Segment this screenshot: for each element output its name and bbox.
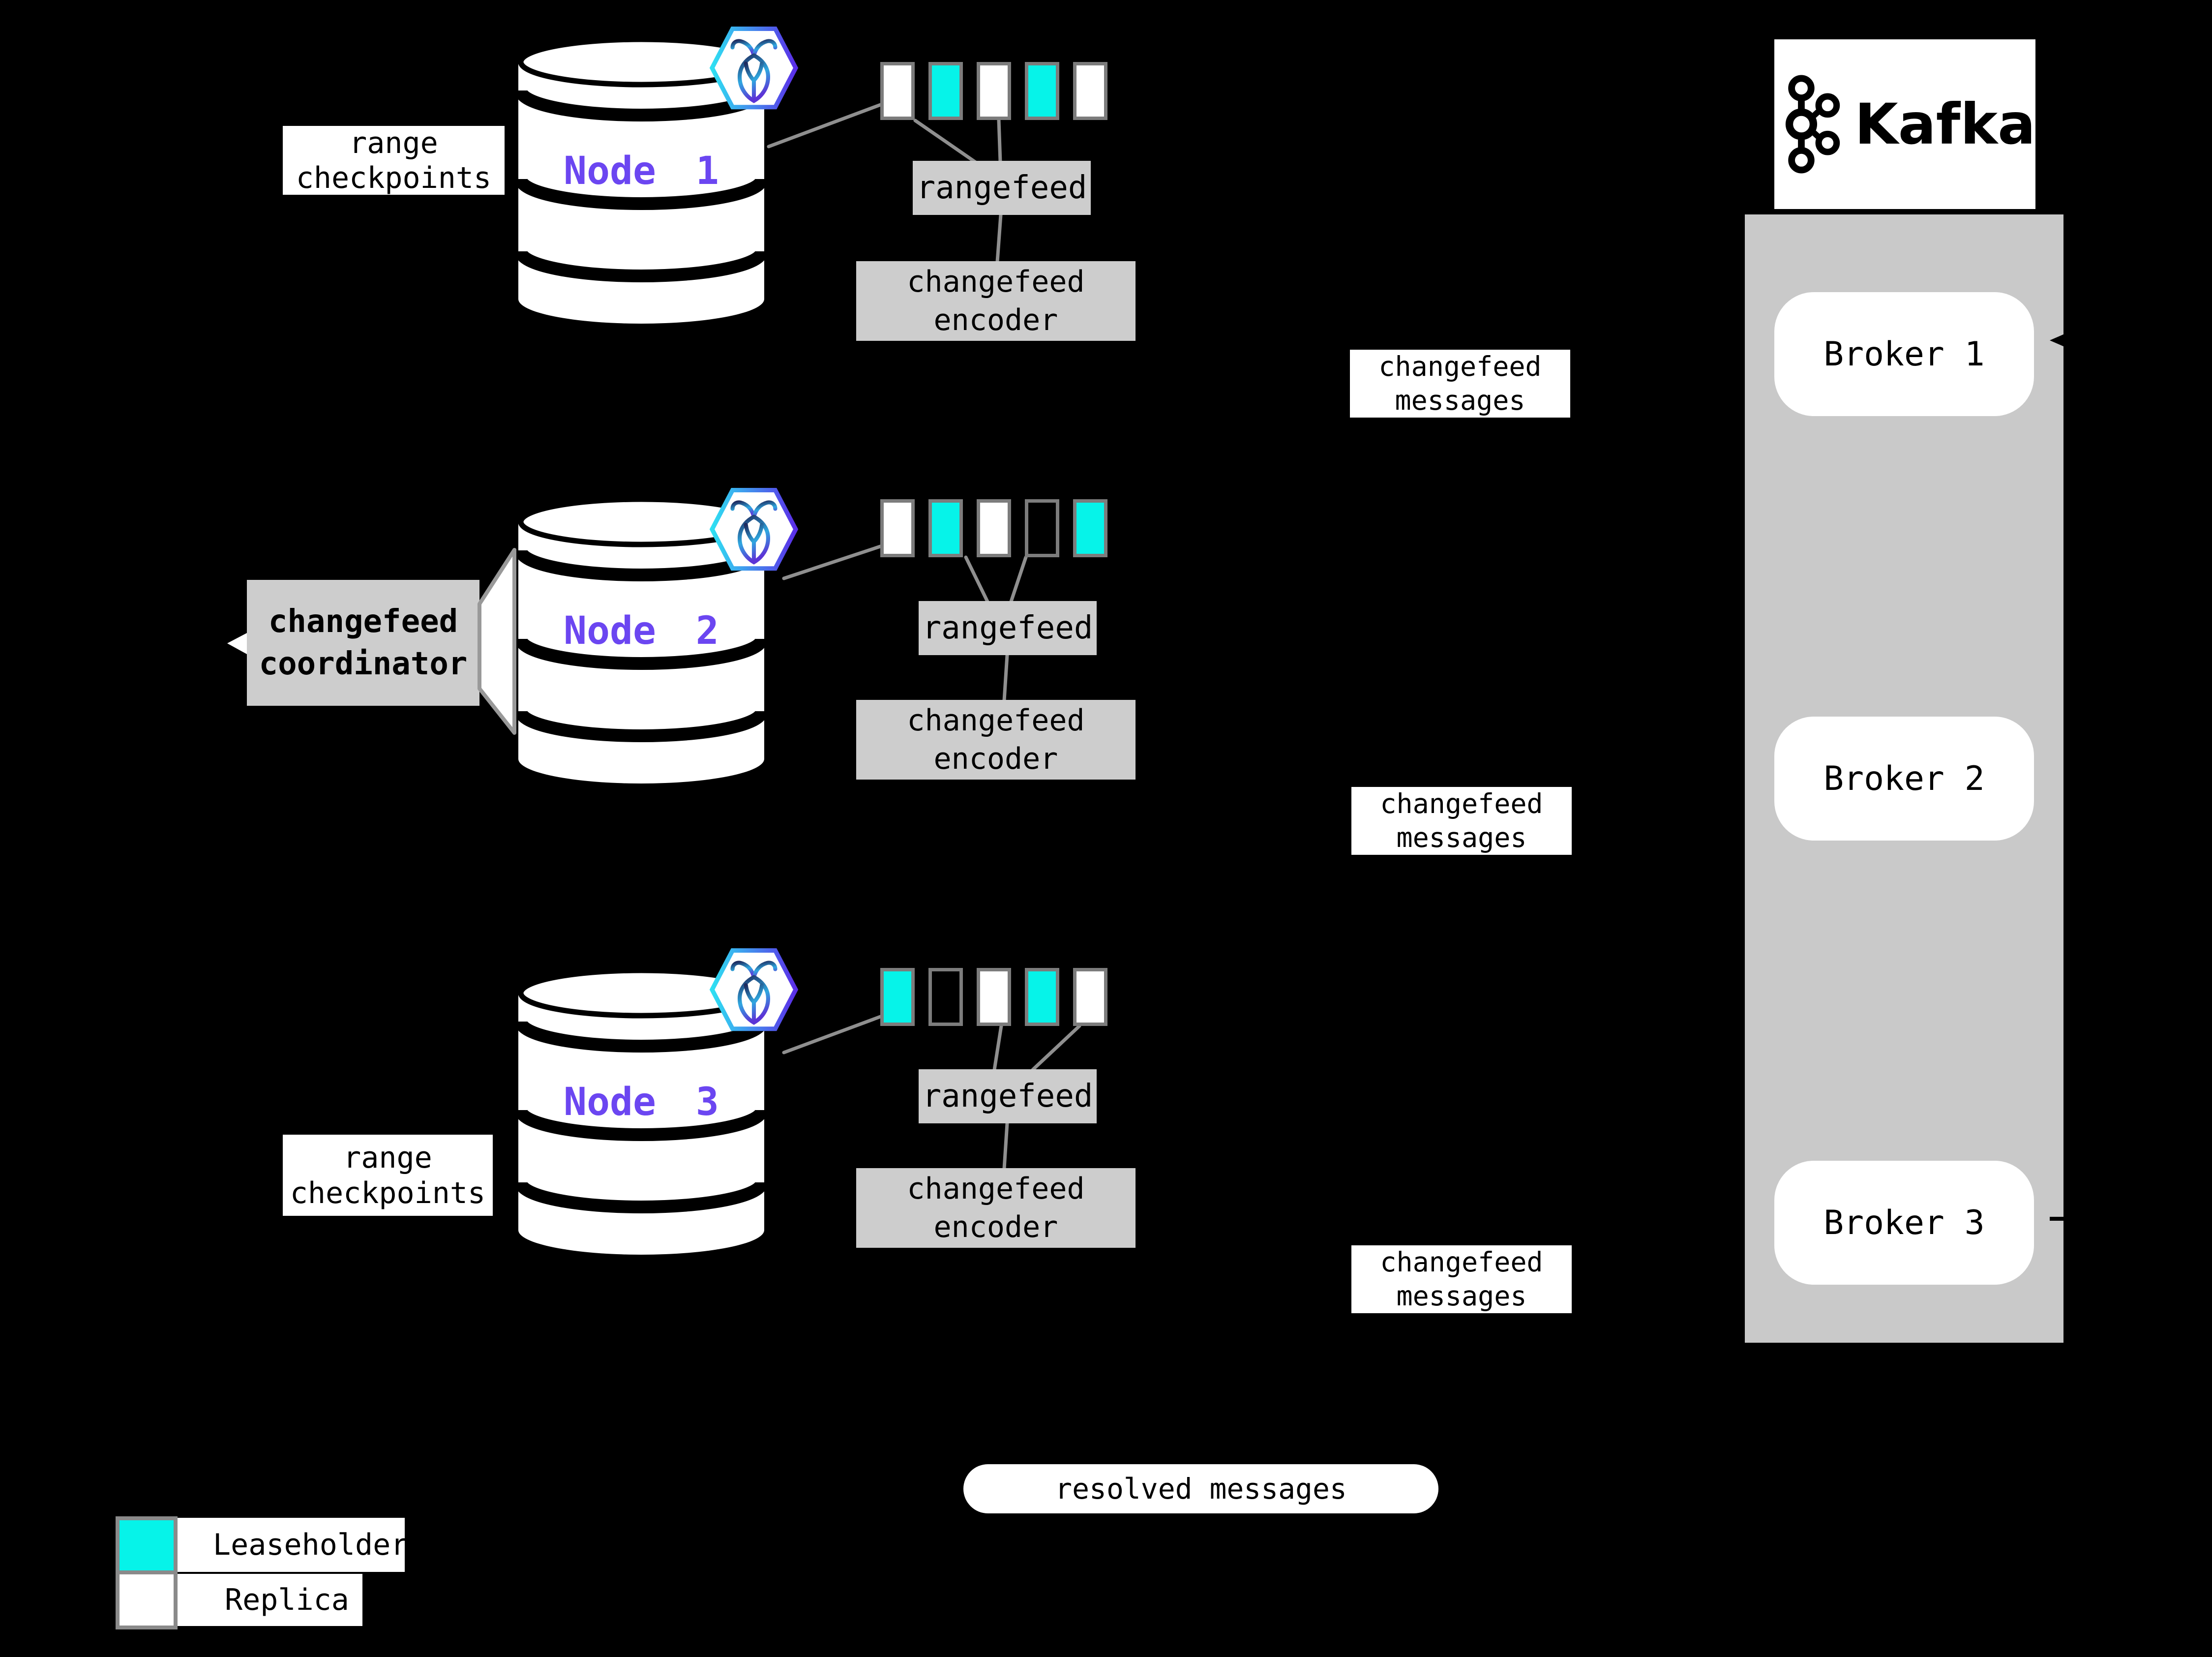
broker-1-box: Broker 1 xyxy=(1774,292,2034,416)
node-1-label: Node 1 xyxy=(564,149,719,193)
changefeed-encoder-box: changefeed encoder xyxy=(856,261,1136,341)
broker-3-box: Broker 3 xyxy=(1774,1161,2034,1285)
range-checkpoints-label: range checkpoints xyxy=(283,126,505,195)
cockroachdb-icon xyxy=(709,948,799,1031)
kafka-broker-container: Broker 1 Broker 2 Broker 3 xyxy=(1745,214,2063,1343)
rangefeed-box: rangefeed xyxy=(913,161,1091,215)
kafka-logo-box: Kafka xyxy=(1774,39,2035,209)
changefeed-messages-label: changefeed messages xyxy=(1351,1245,1572,1313)
leaseholder-square xyxy=(1025,62,1059,120)
changefeed-encoder-box: changefeed encoder xyxy=(856,700,1136,780)
leaseholder-square xyxy=(928,62,963,120)
legend-leaseholder-swatch xyxy=(116,1516,178,1574)
changefeed-encoder-box: changefeed encoder xyxy=(856,1168,1136,1248)
range-checkpoints-label: range checkpoints xyxy=(283,1135,493,1216)
node-2-ranges-row xyxy=(880,499,1107,557)
cockroachdb-icon xyxy=(709,487,799,571)
leaseholder-square xyxy=(880,968,915,1026)
changefeed-coordinator-label: changefeed coordinator xyxy=(247,580,479,706)
leaseholder-square xyxy=(1025,968,1059,1026)
node-3-label: Node 3 xyxy=(564,1080,719,1124)
leaseholder-square xyxy=(928,499,963,557)
kafka-title: Kafka xyxy=(1854,91,2035,157)
node-1-database-cylinder: Node 1 xyxy=(514,36,768,324)
empty-range-square xyxy=(928,968,963,1026)
replica-square xyxy=(1073,62,1107,120)
changefeed-messages-label: changefeed messages xyxy=(1350,350,1570,418)
node-3-database-cylinder: Node 3 xyxy=(514,967,768,1255)
node-3-ranges-row xyxy=(880,968,1107,1026)
broker-2-box: Broker 2 xyxy=(1774,717,2034,841)
node-2-label: Node 2 xyxy=(564,609,719,653)
replica-square xyxy=(977,62,1011,120)
rangefeed-box: rangefeed xyxy=(919,601,1097,655)
coordinator-arrowhead xyxy=(227,633,247,654)
replica-square xyxy=(977,968,1011,1026)
changefeed-messages-label: changefeed messages xyxy=(1351,787,1572,855)
empty-range-square xyxy=(1025,499,1059,557)
legend-leaseholder-label: Leaseholder xyxy=(178,1518,408,1572)
broker-1-arrowhead xyxy=(2050,325,2086,356)
replica-square xyxy=(1073,968,1107,1026)
replica-square xyxy=(977,499,1011,557)
resolved-messages-label: resolved messages xyxy=(963,1464,1438,1513)
broker-3-arrow-line xyxy=(2050,1217,2086,1221)
rangefeed-box: rangefeed xyxy=(919,1069,1097,1123)
kafka-icon xyxy=(1785,75,1840,174)
cockroachdb-icon xyxy=(709,26,799,110)
node-2-database-cylinder: Node 2 xyxy=(514,496,768,783)
coordinator-callout-flap xyxy=(478,548,516,735)
replica-square xyxy=(880,62,915,120)
replica-square xyxy=(880,499,915,557)
leaseholder-square xyxy=(1073,499,1107,557)
legend-replica-label: Replica xyxy=(178,1574,362,1626)
node-1-ranges-row xyxy=(880,62,1107,120)
legend-replica-swatch xyxy=(116,1570,178,1629)
